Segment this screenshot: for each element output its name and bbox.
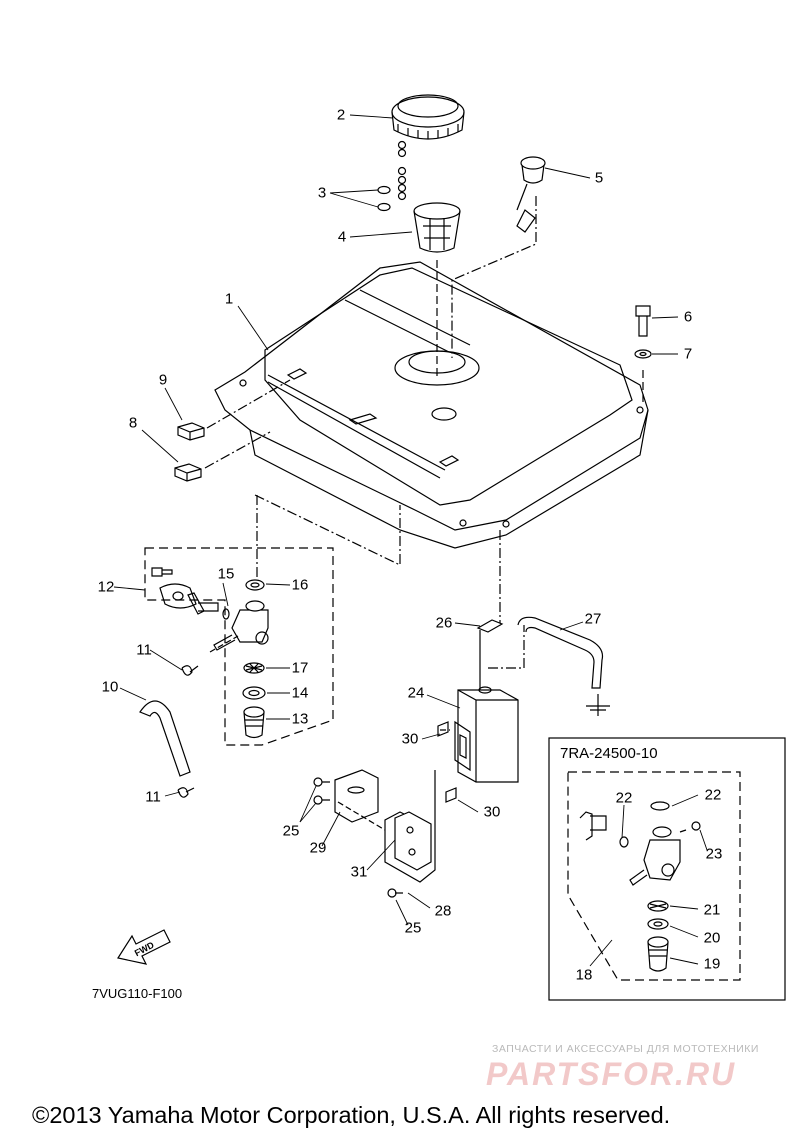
callout-22a: 22 [615, 789, 633, 807]
callout-30a: 30 [401, 730, 419, 748]
watermark-logo: PARTSFOR.RU [486, 1056, 737, 1092]
callout-18: 18 [575, 966, 593, 984]
callout-30b: 30 [483, 803, 501, 821]
callout-19: 19 [703, 955, 721, 973]
callout-8: 8 [128, 414, 138, 432]
subassembly-code: 7RA-24500-10 [560, 745, 658, 762]
callout-26: 26 [435, 614, 453, 632]
diagram-code: 7VUG110-F100 [92, 986, 183, 1001]
callout-5: 5 [594, 169, 604, 187]
callout-16: 16 [291, 576, 309, 594]
fuel-cock [151, 567, 269, 739]
callout-22b: 22 [704, 786, 722, 804]
callout-11b: 11 [145, 788, 161, 806]
callout-7: 7 [683, 345, 693, 363]
fuel-tank [214, 261, 649, 549]
fuel-strainer [413, 202, 461, 253]
callout-28: 28 [434, 902, 452, 920]
callout-21: 21 [703, 901, 721, 919]
callout-31: 31 [350, 863, 368, 881]
callout-20: 20 [703, 929, 721, 947]
callout-9: 9 [158, 371, 168, 389]
callout-15: 15 [217, 565, 235, 583]
fuel-gauge [516, 156, 546, 233]
callout-24: 24 [407, 684, 425, 702]
callout-6: 6 [683, 308, 693, 326]
watermark-text: ЗАПЧАСТИ И АКСЕССУАРЫ ДЛЯ МОТОТЕХНИКИ [492, 1043, 759, 1055]
filler-cap [391, 94, 465, 201]
copyright-notice: ©2013 Yamaha Motor Corporation, U.S.A. A… [32, 1102, 671, 1128]
callout-4: 4 [337, 228, 347, 246]
callout-13: 13 [291, 710, 309, 728]
callout-1: 1 [224, 290, 234, 308]
callout-3: 3 [317, 184, 327, 202]
callout-17: 17 [291, 659, 309, 677]
callout-25a: 25 [282, 822, 300, 840]
callout-25b: 25 [404, 919, 422, 937]
callout-2: 2 [336, 106, 346, 124]
callout-23: 23 [705, 845, 723, 863]
callout-11a: 11 [136, 641, 152, 659]
callout-14: 14 [291, 684, 309, 702]
charcoal-canister [457, 686, 519, 783]
callout-10: 10 [101, 678, 119, 696]
callout-29: 29 [309, 839, 327, 857]
callout-27: 27 [584, 610, 602, 628]
callout-12: 12 [97, 578, 115, 596]
